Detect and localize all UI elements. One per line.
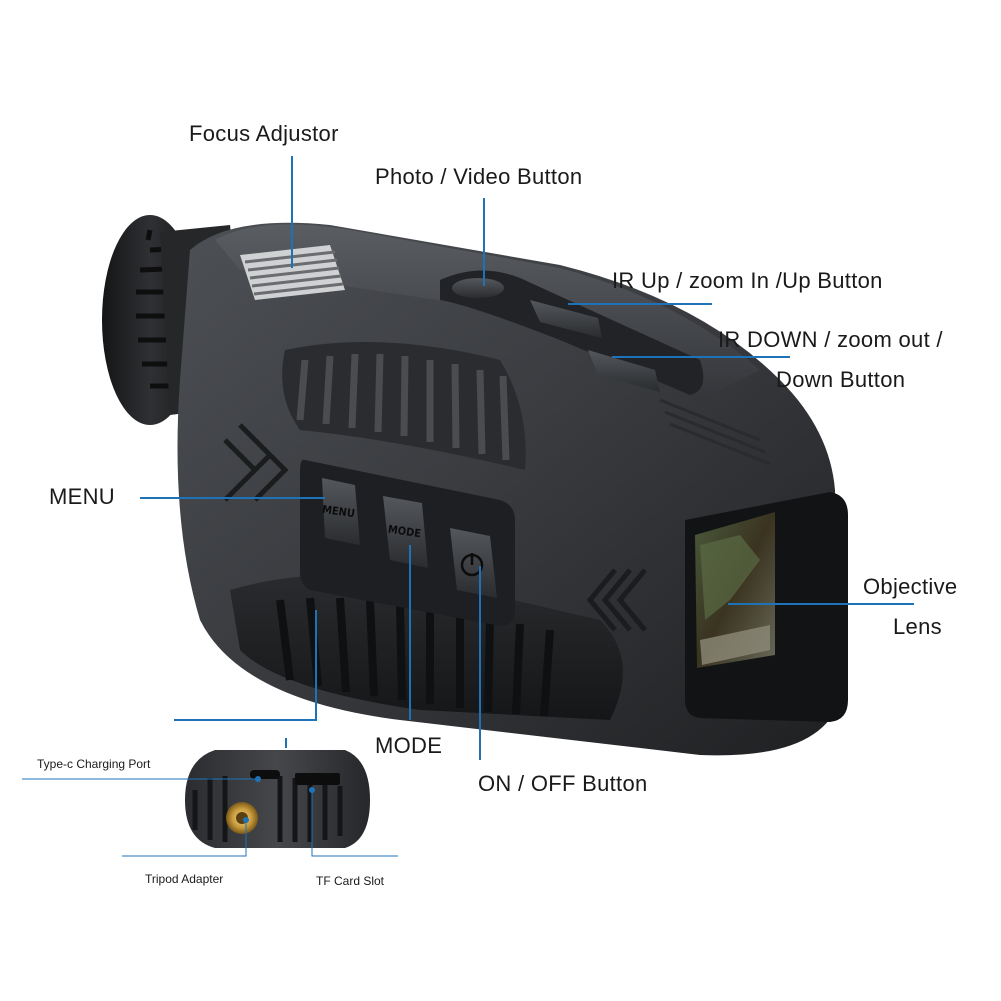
label-objective-line1: Objective — [863, 574, 958, 599]
label-tf-card-slot: TF Card Slot — [316, 874, 385, 888]
objective-lens — [685, 492, 848, 722]
typec-port-shape — [250, 770, 280, 779]
label-ir-down-line2: Down Button — [776, 367, 906, 392]
ports-leader — [174, 610, 317, 721]
ir-down-button-shape — [588, 350, 660, 392]
power-icon — [460, 553, 484, 577]
label-mode: MODE — [375, 733, 443, 758]
label-tripod-adapter: Tripod Adapter — [145, 872, 224, 886]
label-menu: MENU — [49, 484, 115, 509]
menu-button-text: MENU — [321, 503, 355, 520]
tf-card-leader — [311, 790, 398, 857]
label-typec-port: Type-c Charging Port — [37, 757, 151, 771]
label-on-off-button: ON / OFF Button — [478, 771, 648, 796]
photo-video-button-shape — [452, 278, 504, 298]
label-photo-video-button: Photo / Video Button — [375, 164, 583, 189]
label-ir-down-line1: IR DOWN / zoom out / — [718, 327, 943, 352]
label-focus-adjustor: Focus Adjustor — [189, 121, 339, 146]
device-body: MENU MODE — [177, 222, 848, 756]
tf-card-slot-shape — [295, 773, 340, 785]
mode-button-text: MODE — [387, 523, 422, 541]
leader-lines — [22, 156, 914, 857]
tripod-leader — [122, 820, 247, 857]
power-button — [450, 528, 497, 598]
menu-button: MENU — [321, 478, 360, 545]
mode-button: MODE — [383, 496, 428, 568]
leader-dots — [243, 776, 315, 823]
ir-up-button-shape — [530, 300, 602, 338]
bottom-ports-inset — [185, 750, 370, 848]
label-objective-line2: Lens — [893, 614, 942, 639]
label-ir-up: IR Up / zoom In /Up Button — [612, 268, 883, 293]
